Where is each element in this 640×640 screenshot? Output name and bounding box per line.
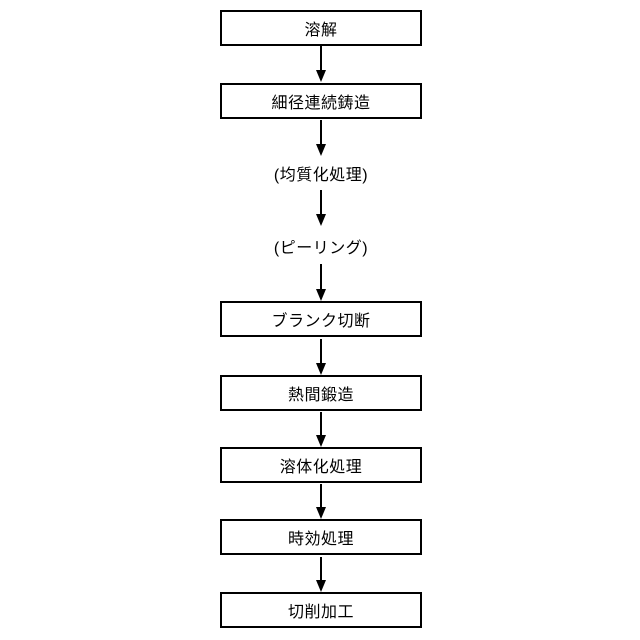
arrowhead-icon <box>316 435 326 447</box>
arrow-down-icon <box>316 120 326 156</box>
arrow-shaft <box>320 190 322 214</box>
flow-step-melting: 溶解 <box>220 10 422 46</box>
arrow-shaft <box>320 46 322 70</box>
arrowhead-icon <box>316 289 326 301</box>
arrow-down-icon <box>316 46 326 82</box>
arrowhead-icon <box>316 580 326 592</box>
arrowhead-icon <box>316 70 326 82</box>
flow-step-machining: 切削加工 <box>220 592 422 628</box>
arrow-down-icon <box>316 484 326 519</box>
flow-step-solution-treatment: 溶体化処理 <box>220 447 422 483</box>
arrow-down-icon <box>316 412 326 447</box>
flow-step-peeling: (ピーリング) <box>273 240 369 257</box>
arrow-shaft <box>320 339 322 363</box>
arrow-down-icon <box>316 339 326 375</box>
arrowhead-icon <box>316 214 326 226</box>
arrow-down-icon <box>316 264 326 301</box>
flow-step-homogenization: (均質化処理) <box>273 167 369 184</box>
arrowhead-icon <box>316 507 326 519</box>
flow-step-hot-forging: 熱間鍛造 <box>220 375 422 411</box>
arrow-shaft <box>320 484 322 507</box>
flow-step-blank-cutting: ブランク切断 <box>220 301 422 337</box>
flow-step-continuous-casting: 細径連続鋳造 <box>220 83 422 119</box>
flow-step-aging-treatment: 時効処理 <box>220 519 422 555</box>
arrow-down-icon <box>316 190 326 226</box>
arrowhead-icon <box>316 144 326 156</box>
arrow-shaft <box>320 264 322 289</box>
arrow-shaft <box>320 120 322 144</box>
arrow-down-icon <box>316 557 326 592</box>
arrow-shaft <box>320 557 322 580</box>
arrow-shaft <box>320 412 322 435</box>
arrowhead-icon <box>316 363 326 375</box>
